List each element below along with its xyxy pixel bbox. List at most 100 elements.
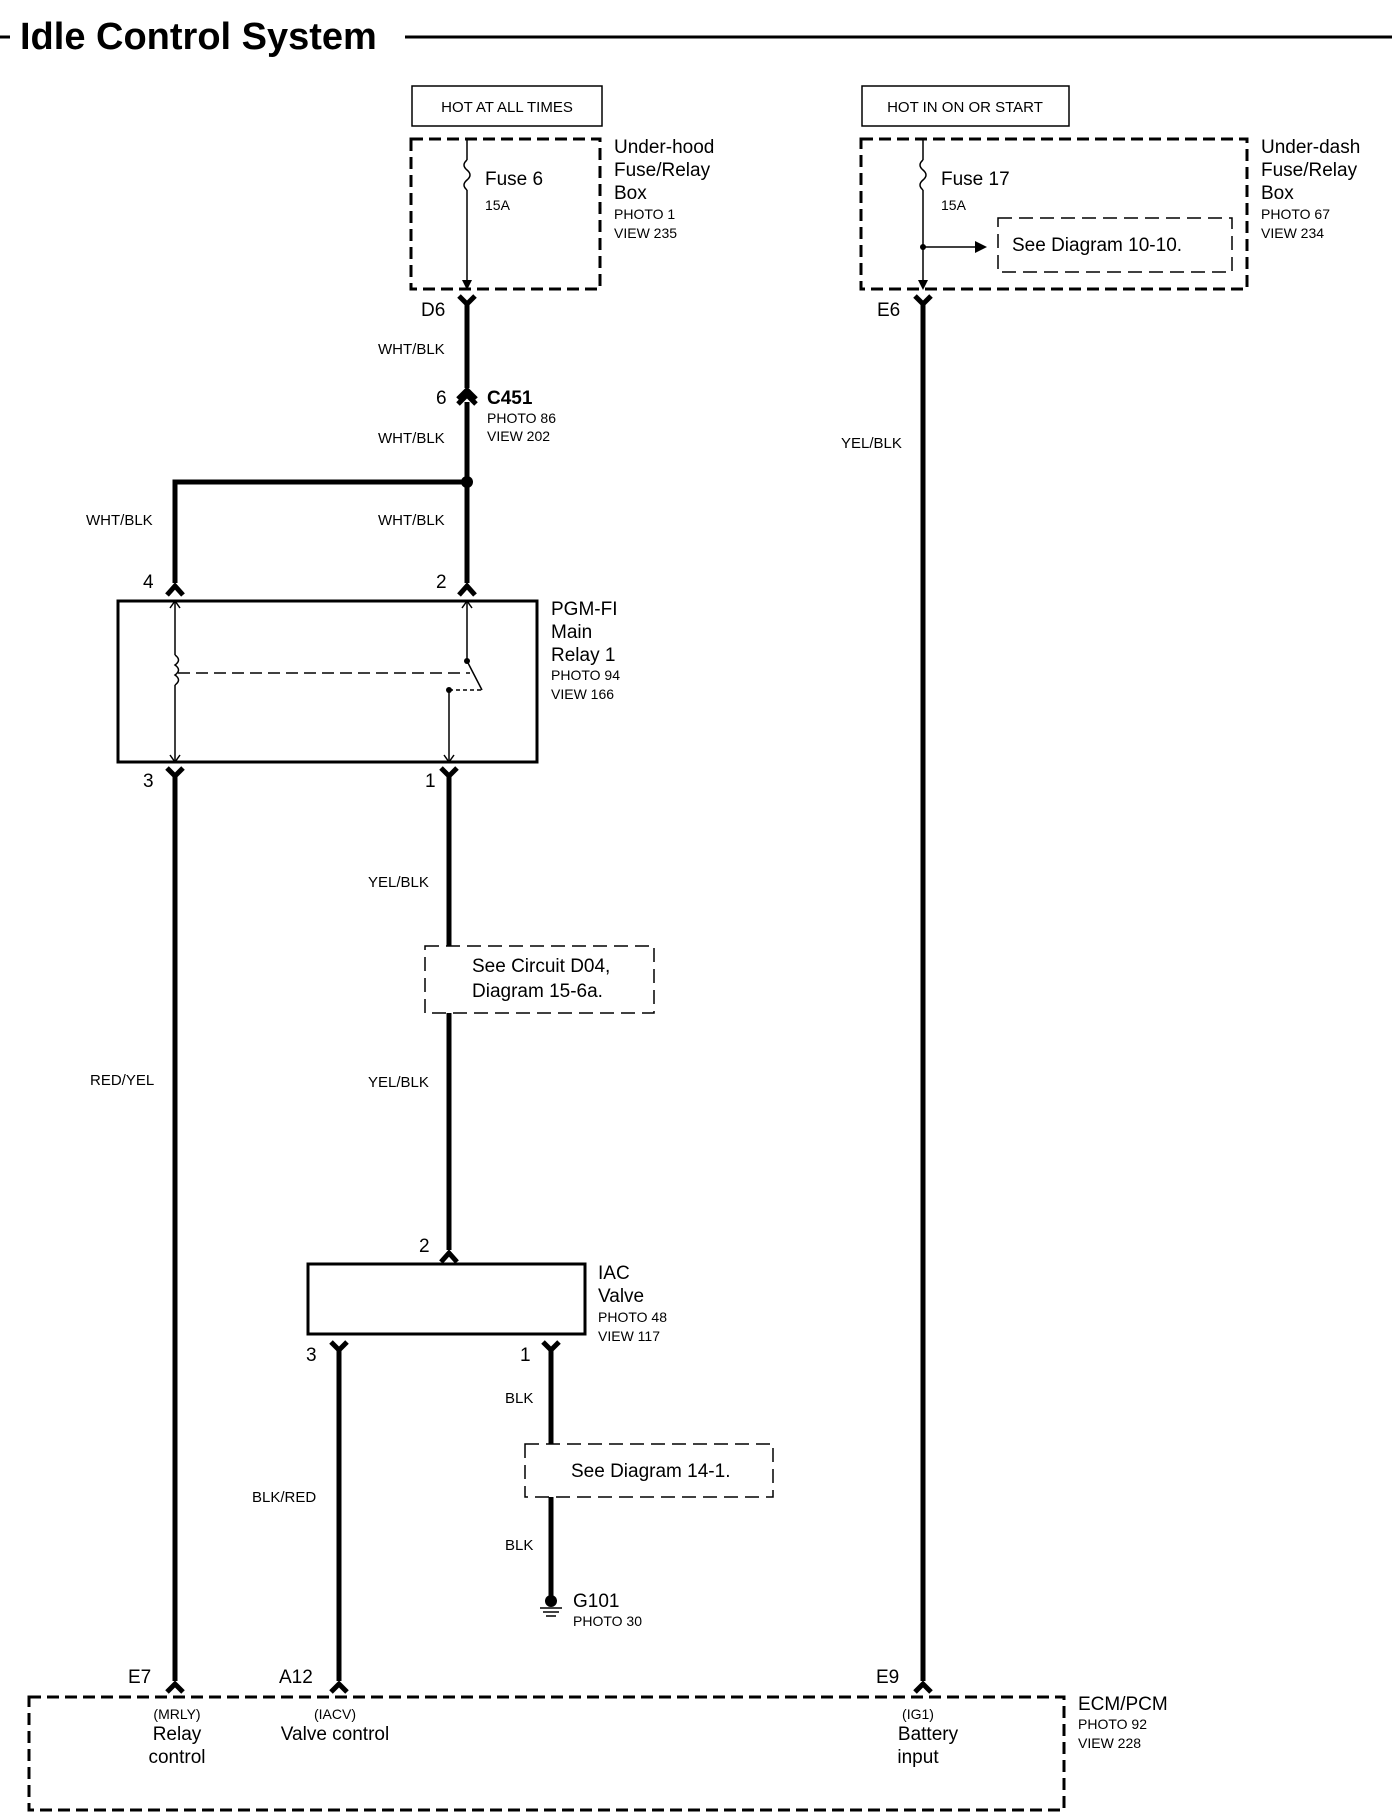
arrow-head — [975, 241, 987, 253]
ecm-signal: (IG1) — [902, 1706, 934, 1722]
switch-arm — [466, 660, 483, 691]
iac-outline — [306, 1262, 587, 1336]
photo-ref: PHOTO 48 — [598, 1309, 667, 1325]
terminal-mark — [165, 582, 185, 597]
wire-e6-e9: YEL/BLK — [841, 294, 933, 1694]
supply-label-box — [861, 85, 1070, 127]
splice-branch: WHT/BLK WHT/BLK — [86, 476, 477, 597]
component-name: Box — [614, 183, 647, 204]
ecm-terminal-id: A12 — [279, 1667, 313, 1688]
component-name: Relay 1 — [551, 645, 615, 666]
ecm-signal: (IACV) — [314, 1706, 356, 1722]
wire-color-label: RED/YEL — [90, 1072, 154, 1089]
terminal-mark — [165, 1680, 185, 1694]
ecm-function: Relay — [153, 1724, 202, 1745]
wire-color-label: BLK/RED — [252, 1489, 316, 1506]
fuse-symbol — [919, 159, 927, 191]
ground-name: G101 — [573, 1591, 619, 1612]
component-name: Main — [551, 622, 592, 643]
underhood-box-outline — [409, 137, 602, 291]
fuse-rating: 15A — [485, 197, 511, 213]
wire-color-label: YEL/BLK — [841, 435, 902, 452]
underdash-box-outline — [859, 137, 1249, 291]
photo-ref: PHOTO 92 — [1078, 1716, 1147, 1732]
component-name: Valve — [598, 1286, 644, 1307]
terminal-label: D6 — [421, 300, 445, 321]
view-ref: VIEW 166 — [551, 686, 614, 702]
photo-ref: PHOTO 30 — [573, 1613, 642, 1629]
supply-label-box — [411, 85, 603, 127]
terminal-mark — [439, 1249, 459, 1264]
component-name: Under-dash — [1261, 137, 1360, 158]
note-text: Diagram 15-6a. — [472, 981, 603, 1002]
note-box — [997, 217, 1233, 273]
arrow-head — [169, 754, 181, 764]
fuse-rating: 15A — [941, 197, 967, 213]
ecm-function: input — [897, 1747, 939, 1768]
supply-right: HOT IN ON OR START — [861, 85, 1070, 127]
wire-color-label: YEL/BLK — [368, 1074, 429, 1091]
wire-color-label: WHT/BLK — [378, 341, 445, 358]
wire-color-label: WHT/BLK — [378, 512, 445, 529]
ecm-terminal-id: E9 — [876, 1667, 899, 1688]
arrow-head — [169, 599, 181, 609]
component-name: Fuse/Relay — [1261, 160, 1358, 181]
wire-color-label: WHT/BLK — [378, 430, 445, 447]
ecm-function: control — [148, 1747, 205, 1768]
relay-pin: 3 — [143, 771, 154, 792]
connector-pin: 6 — [436, 388, 447, 409]
fuse-name: Fuse 6 — [485, 169, 543, 190]
view-ref: VIEW 235 — [614, 225, 677, 241]
relay-outline — [116, 599, 539, 764]
terminal-mark — [913, 1680, 933, 1694]
supply-left: HOT AT ALL TIMES — [411, 85, 603, 127]
connector-name: C451 — [487, 388, 533, 409]
iac-pin: 3 — [306, 1345, 317, 1366]
fuse-name: Fuse 17 — [941, 169, 1010, 190]
wire-iac3-a12: BLK/RED — [252, 1340, 349, 1694]
arrow-head — [918, 280, 928, 290]
supply-label-text: HOT AT ALL TIMES — [441, 99, 573, 116]
terminal-label: E6 — [877, 300, 900, 321]
ecm-function: Battery — [898, 1724, 959, 1745]
supply-label-text: HOT IN ON OR START — [887, 99, 1043, 116]
component-name: ECM/PCM — [1078, 1694, 1168, 1715]
connector-mark — [456, 386, 478, 401]
ecm-terminal-id: E7 — [128, 1667, 151, 1688]
wire-iac1-ground: BLK BLK See Diagram 14-1. — [505, 1340, 774, 1598]
arrow-head — [443, 754, 455, 764]
note-text: See Circuit D04, — [472, 956, 610, 977]
iac-valve: 2 3 1 IAC Valve PHOTO 48 VIEW 117 — [306, 1236, 667, 1366]
underdash-fuse-relay-box: See Diagram 10-10. Fuse 17 15A Under-das… — [859, 137, 1360, 321]
ground-g101: G101 PHOTO 30 — [540, 1591, 642, 1629]
photo-ref: PHOTO 1 — [614, 206, 675, 222]
page-title: Idle Control System — [20, 16, 377, 58]
relay-pin: 1 — [425, 771, 436, 792]
coil-icon — [173, 654, 180, 686]
wire-relay3-e7: RED/YEL — [90, 766, 185, 1694]
relay-pin: 4 — [143, 572, 154, 593]
title-block: Idle Control System — [0, 16, 1392, 58]
wire-color-label: WHT/BLK — [86, 512, 153, 529]
note-box — [524, 1443, 774, 1498]
note-box — [424, 945, 655, 1014]
fuse-symbol — [463, 159, 471, 191]
photo-ref: PHOTO 94 — [551, 667, 620, 683]
photo-ref: PHOTO 67 — [1261, 206, 1330, 222]
view-ref: VIEW 117 — [598, 1328, 660, 1344]
connector-c451: 6 C451 PHOTO 86 VIEW 202 WHT/BLK — [378, 386, 556, 480]
ecm-signal: (MRLY) — [153, 1706, 200, 1722]
connector-mark — [456, 391, 478, 406]
component-name: PGM-FI — [551, 599, 618, 620]
photo-ref: PHOTO 86 — [487, 410, 556, 426]
view-ref: VIEW 228 — [1078, 1735, 1141, 1751]
view-ref: VIEW 234 — [1261, 225, 1324, 241]
component-name: Fuse/Relay — [614, 160, 711, 181]
wire-color-label: BLK — [505, 1390, 533, 1407]
arrow-head — [462, 280, 472, 290]
component-name: Box — [1261, 183, 1294, 204]
note-text: See Diagram 14-1. — [571, 1461, 730, 1482]
ecm-pcm: E7 A12 E9 (MRLY) Relay control (IACV) Va… — [27, 1667, 1168, 1812]
view-ref: VIEW 202 — [487, 428, 550, 444]
